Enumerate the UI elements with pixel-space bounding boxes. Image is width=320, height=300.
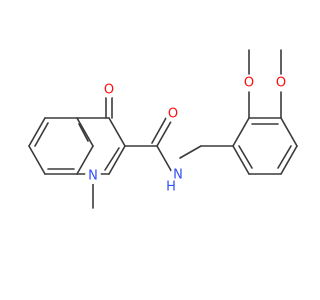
carboxamide bbox=[124, 117, 174, 175]
bond bbox=[151, 117, 167, 144]
bond bbox=[232, 117, 250, 147]
bond bbox=[156, 117, 174, 147]
atom-h-amide: H bbox=[166, 180, 176, 195]
bond-double bbox=[78, 123, 89, 142]
bond bbox=[232, 145, 250, 175]
bond bbox=[108, 145, 126, 175]
atom-n-ring: N bbox=[88, 169, 98, 184]
bond bbox=[76, 145, 94, 175]
bond bbox=[156, 145, 174, 175]
atom-labels: O O N H N O O bbox=[85, 75, 289, 195]
benzo-ring bbox=[28, 117, 94, 175]
phenyl-ring bbox=[232, 117, 298, 175]
bond bbox=[280, 117, 298, 147]
bond bbox=[108, 117, 126, 147]
bond-double bbox=[277, 145, 292, 169]
atom-o-amide: O bbox=[168, 107, 178, 122]
bond-double bbox=[238, 145, 253, 169]
methoxy-groups bbox=[248, 49, 282, 119]
ethyl-linker bbox=[179, 145, 234, 159]
bond bbox=[28, 117, 46, 147]
atom-o-ketone: O bbox=[104, 83, 114, 98]
pyridinone-ring bbox=[76, 95, 126, 209]
bond bbox=[76, 117, 94, 147]
bond-double bbox=[104, 147, 120, 171]
atom-n-amide: N bbox=[173, 168, 183, 183]
structure-svg: O O N H N O O bbox=[28, 49, 298, 209]
bond-double bbox=[34, 122, 49, 147]
molecule-diagram: O O N H N O O bbox=[28, 49, 298, 209]
bond bbox=[28, 145, 46, 175]
bond bbox=[280, 145, 298, 175]
atom-o-methoxy-right: O bbox=[276, 76, 286, 91]
atom-o-methoxy-top: O bbox=[244, 76, 254, 91]
bond bbox=[179, 145, 202, 159]
